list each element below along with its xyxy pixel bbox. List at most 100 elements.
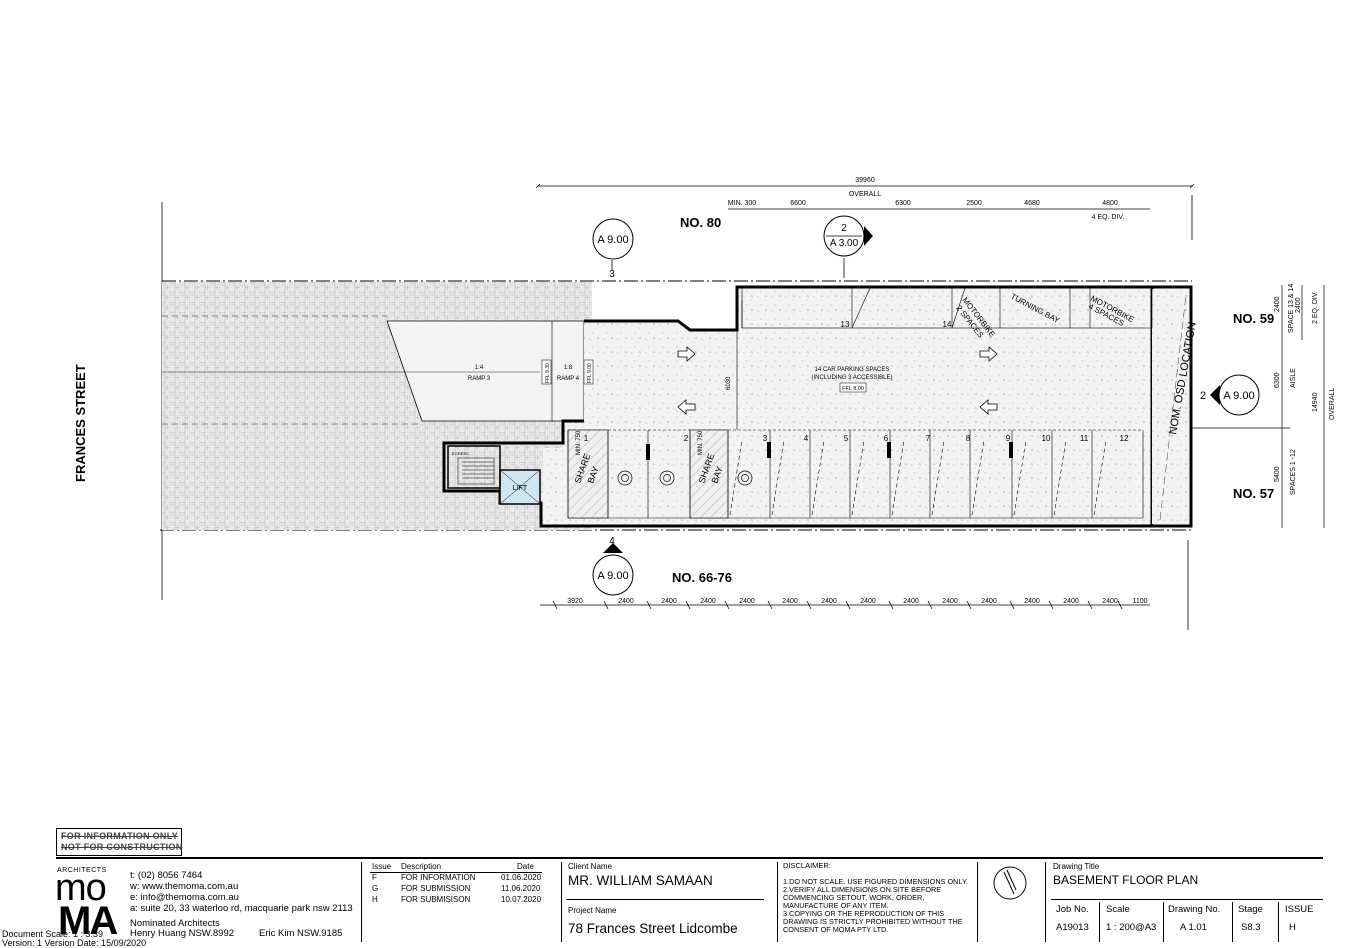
- neighbour-north: NO. 80: [680, 215, 721, 230]
- lift-label: LIFT: [513, 485, 528, 492]
- bay-number: 12: [1120, 434, 1129, 443]
- bottom-dim: 2400: [739, 598, 755, 605]
- section-marker-2-top: 2 A 3.00: [823, 215, 873, 278]
- overall-right: OVERALL: [1329, 388, 1336, 420]
- issue-header-date: Date: [517, 862, 534, 871]
- issue-value: H: [1289, 922, 1296, 933]
- job-no-label: Job No.: [1056, 904, 1089, 915]
- bottom-dim: 2400: [860, 598, 876, 605]
- bay-marking: [771, 439, 785, 516]
- bay-number: 8: [966, 434, 971, 443]
- top-dim: 4800: [1102, 200, 1118, 207]
- ramp3-label: RAMP 3: [468, 376, 491, 382]
- disclaimer-line-2: 2.VERIFY ALL DIMENSIONS ON SITE BEFORE: [783, 885, 942, 894]
- issue-row-f-desc: FOR INFORMATION: [401, 873, 476, 882]
- client-label: Client Name: [568, 862, 613, 871]
- stamp-line-1: FOR INFORMATION ONLY: [61, 831, 178, 841]
- issue-row-f-code: F: [372, 873, 377, 882]
- disclaimer-line-7: CONSENT OF MOMA PTY LTD.: [783, 925, 889, 934]
- bay-marking: [729, 439, 743, 516]
- bay-number: 6: [884, 434, 889, 443]
- min-750-a: MIN. 750: [576, 430, 582, 455]
- north-arrow-icon: [993, 866, 1027, 900]
- space-13: 13: [841, 320, 850, 329]
- svg-text:A 9.00: A 9.00: [1223, 390, 1254, 402]
- bottom-dim: 3920: [567, 598, 583, 605]
- bay-number: 9: [1006, 434, 1011, 443]
- space-13-14-label: SPACE 13 & 14: [1288, 284, 1295, 333]
- logo-ma: MA: [58, 899, 118, 943]
- neighbour-south: NO. 66-76: [672, 570, 732, 585]
- issue-row-h-date: 10.07.2020: [501, 895, 542, 904]
- project-name: 78 Frances Street Lidcombe: [568, 921, 738, 936]
- disclaimer-line-5: 3.COPYING OR THE REPRODUCTION OF THIS: [783, 909, 945, 918]
- issue-row-h-desc: FOR SUBMISISON: [401, 895, 471, 904]
- svg-text:2: 2: [1200, 390, 1206, 402]
- parking-note-2: (INCLUDING 3 ACCESSIBLE): [811, 375, 892, 381]
- bay-marking: [931, 439, 945, 516]
- svg-text:4: 4: [609, 536, 615, 547]
- section-marker-3: A 9.00 3: [592, 218, 634, 280]
- moma-logo: ARCHITECTS mo MA: [55, 867, 118, 943]
- svg-text:A 9.00: A 9.00: [597, 234, 628, 246]
- nominated-architects: Nominated Architects: [130, 918, 220, 929]
- stamp-line-2: NOT FOR CONSTRUCTION: [61, 842, 183, 852]
- logo-mo: mo: [55, 867, 107, 909]
- dim-5400: 5400: [1274, 466, 1281, 482]
- bottom-dim: 2400: [782, 598, 798, 605]
- issue-row-g-date: 11.06.2020: [501, 884, 541, 893]
- firm-phone: t: (02) 8056 7464: [130, 870, 203, 881]
- stair-label: EGRESS: [452, 451, 469, 456]
- dim-6300: 6300: [1274, 372, 1281, 388]
- bay-marking: [1013, 439, 1027, 516]
- top-bays: [741, 287, 1153, 329]
- parking-note: 14 CAR PARKING SPACES: [815, 367, 890, 373]
- bay-marking: [1093, 439, 1107, 516]
- bay-number: 1: [584, 434, 589, 443]
- dim-2400: 2400: [1274, 296, 1281, 312]
- issue-table: Issue Description Date F FOR INFORMATION…: [370, 862, 550, 922]
- bay-marking: [851, 439, 865, 516]
- bottom-dim: 2400: [618, 598, 634, 605]
- bottom-dim: 2400: [700, 598, 716, 605]
- ramp4-label: RAMP 4: [557, 376, 580, 382]
- bottom-dim: 2400: [942, 598, 958, 605]
- bottom-dim: 1100: [1132, 598, 1147, 605]
- disclaimer-line-3: COMMENCING SETOUT, WORK, ORDER,: [783, 893, 925, 902]
- ramp4-grade: 1:8: [564, 365, 573, 371]
- bay-marking: [811, 439, 825, 516]
- version-info: Version: 1 Version Date: 15/09/2020: [2, 938, 147, 948]
- issue-row-h-code: H: [372, 895, 378, 904]
- ffl-ramp: FFL 9.30: [545, 363, 551, 383]
- ffl-basement: FFL 8.00: [842, 386, 864, 392]
- issue-header-description: Description: [401, 862, 442, 871]
- svg-text:2: 2: [841, 223, 847, 234]
- drawing-title-label: Drawing Title: [1053, 862, 1100, 871]
- stair: [447, 445, 501, 489]
- ffl-ramp-2: FFL 9.00: [587, 363, 593, 383]
- overall-label: OVERALL: [849, 191, 881, 198]
- ramp-area: [386, 320, 585, 422]
- bay-number: 4: [804, 434, 809, 443]
- top-dim: 6300: [895, 200, 911, 207]
- bay-number: 5: [844, 434, 849, 443]
- drawing-no-label: Drawing No.: [1168, 904, 1221, 915]
- project-label: Project Name: [568, 906, 617, 915]
- bottom-dim: 2400: [1063, 598, 1079, 605]
- disclaimer-line-1: 1.DO NOT SCALE. USE FIGURED DIMENSIONS O…: [783, 877, 968, 886]
- parking-bays: [568, 429, 1143, 519]
- firm-address: a: suite 20, 33 waterloo rd, macquarie p…: [130, 903, 353, 914]
- top-dim: 4680: [1024, 200, 1040, 207]
- bay-number: 3: [763, 434, 768, 443]
- issue-label: ISSUE: [1285, 904, 1314, 915]
- dim-2400-b: 2400: [1295, 297, 1302, 313]
- space-14: 14: [943, 320, 952, 329]
- disclaimer-title: DISCLAIMER:: [783, 861, 831, 870]
- top-dim: MIN. 300: [728, 200, 757, 207]
- bay-marking: [891, 439, 905, 516]
- svg-text:A 9.00: A 9.00: [597, 570, 628, 582]
- section-marker-4: A 9.00 4: [592, 536, 634, 596]
- right-dim-lines: [1192, 285, 1325, 528]
- firm-email: e: info@themoma.com.au: [130, 892, 239, 903]
